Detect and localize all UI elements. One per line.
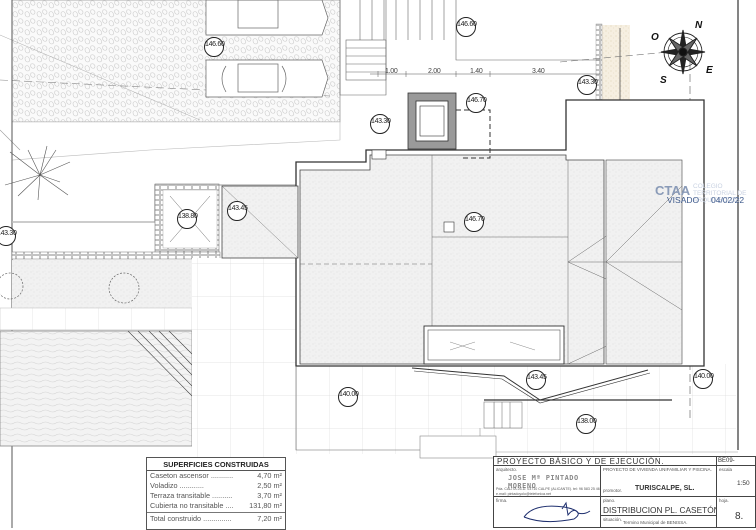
- surfaces-total: Total construido .............. 7,20 m²: [147, 512, 285, 524]
- project-cell: PROYECTO DE VIVIENDA UNIFAMILIAR Y PISCI…: [600, 465, 717, 497]
- row-label: Voladizo ............: [150, 481, 204, 490]
- row-label: Terraza transitable ..........: [150, 491, 233, 500]
- row-label: Caseton ascensor ...........: [150, 471, 234, 480]
- elevation-value: 143.30: [0, 230, 17, 237]
- surfaces-row: Cubierta no transitable .... 131,80 m²: [147, 501, 285, 511]
- elevation-value: 140.00: [694, 373, 714, 380]
- scale-label: escala: [719, 467, 733, 472]
- surfaces-row: Caseton ascensor ........... 4,70 m²: [147, 471, 285, 481]
- total-value: 7,20 m²: [257, 514, 282, 523]
- sheet-cell: hoja. 8.: [716, 496, 756, 528]
- elevation-tag: 143.30: [370, 114, 391, 134]
- elevation-tag: 143.45: [526, 370, 547, 390]
- architect-email: e.mail: pintadoyolo@telefonica.net: [496, 492, 551, 496]
- promoter-label: promotor.: [603, 488, 623, 493]
- row-value: 3,70 m²: [257, 491, 282, 500]
- elevation-value: 140.00: [339, 391, 359, 398]
- elevation-tag: 138.80: [177, 209, 198, 229]
- elevation-value: 146.60: [205, 41, 225, 48]
- surfaces-title: SUPERFICIES CONSTRUIDAS: [147, 458, 285, 471]
- elevation-value: 146.70: [467, 97, 487, 104]
- architect-name: JOSE Mª PINTADO MORENO: [508, 474, 579, 490]
- signature-icon: [523, 501, 591, 523]
- svg-text:O: O: [651, 32, 659, 43]
- svg-text:E: E: [706, 65, 713, 76]
- title-block: PROYECTO BÁSICO Y DE EJECUCIÓN. BE09-21.…: [493, 456, 756, 528]
- surfaces-row: Terraza transitable .......... 3,70 m²: [147, 491, 285, 501]
- elevation-value: 143.30: [371, 118, 391, 125]
- compass-n: N: [695, 20, 703, 31]
- signature-cell: firma.: [493, 496, 601, 528]
- signature-label: firma.: [496, 498, 508, 503]
- elevation-tag: 143.45: [227, 201, 248, 221]
- svg-text:3.40: 3.40: [532, 68, 545, 75]
- visado-stamp: CTAA COLEGIO TERRITORIAL DE ARQUITECTOS …: [655, 183, 747, 223]
- scale-cell: escala 1:50: [716, 465, 756, 497]
- scale-value: 1:50: [737, 480, 750, 487]
- svg-text:1.00: 1.00: [385, 68, 398, 75]
- elevation-tag: 140.00: [693, 369, 714, 389]
- elevation-value: 146.60: [457, 21, 477, 28]
- elevation-tag: 138.00: [576, 414, 597, 434]
- plan-label: plano.: [603, 498, 616, 503]
- row-value: 2,50 m²: [257, 481, 282, 490]
- surfaces-table: SUPERFICIES CONSTRUIDAS Caseton ascensor…: [146, 457, 286, 530]
- row-label: Cubierta no transitable ....: [150, 501, 234, 510]
- elevation-tag: 143.30: [0, 226, 17, 246]
- stamp-date: 04/02/22: [711, 195, 745, 205]
- architect-cell: arquitecto. JOSE Mª PINTADO MORENO Pda. …: [493, 465, 601, 497]
- location-cell: situación. Termino Municipal de BENISSA.: [600, 515, 717, 528]
- elevation-tag: 140.00: [338, 387, 359, 407]
- plan-title: DISTRIBUCION PL. CASETÓN-CUB: [603, 505, 716, 515]
- elevation-tag: 143.30: [577, 75, 598, 95]
- svg-text:2.00: 2.00: [428, 68, 441, 75]
- elevation-value: 143.45: [527, 374, 547, 381]
- architect-address: Pda. CALITA 25-D. 03710 CALPE (ALICANTE)…: [496, 487, 600, 491]
- elevation-value: 143.45: [228, 205, 248, 212]
- location-label: situación.: [603, 517, 623, 522]
- stamp-org-sub: COLEGIO TERRITORIAL DE ARQUITECTOS: [693, 183, 747, 204]
- elevation-tag: 146.70: [464, 212, 485, 232]
- row-value: 4,70 m²: [257, 471, 282, 480]
- sheet-label: hoja.: [719, 498, 729, 503]
- plan-cell: plano. DISTRIBUCION PL. CASETÓN-CUB: [600, 496, 717, 516]
- promoter-name: TURISCALPE, SL.: [635, 485, 695, 492]
- elevation-value: 146.70: [465, 216, 485, 223]
- stamp-label: VISADO: [667, 195, 700, 205]
- total-label: Total construido ..............: [150, 514, 232, 523]
- surfaces-row: Voladizo ............ 2,50 m²: [147, 481, 285, 491]
- row-value: 131,80 m²: [249, 501, 282, 510]
- sheet-number: 8.: [735, 511, 744, 522]
- elevation-tag: 146.70: [466, 93, 487, 113]
- location-value: Termino Municipal de BENISSA.: [623, 520, 688, 525]
- elevation-value: 138.80: [178, 213, 198, 220]
- project-description: PROYECTO DE VIVIENDA UNIFAMILIAR Y PISCI…: [603, 467, 712, 472]
- svg-text:1.40: 1.40: [470, 68, 483, 75]
- stamp-org: CTAA: [655, 183, 691, 198]
- architect-label: arquitecto.: [496, 467, 518, 472]
- svg-text:S: S: [660, 75, 667, 86]
- elevation-tag: 146.60: [456, 17, 477, 37]
- elevation-value: 138.00: [577, 418, 597, 425]
- elevation-value: 143.30: [578, 79, 598, 86]
- elevation-tag: 146.60: [204, 37, 225, 57]
